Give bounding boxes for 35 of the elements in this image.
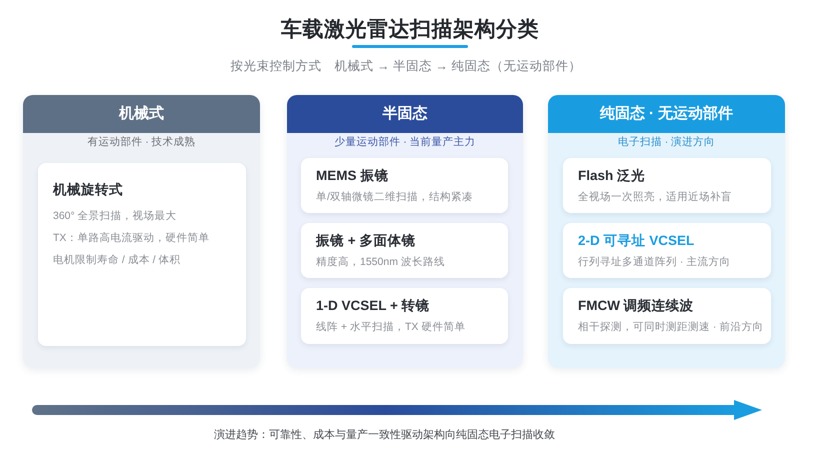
caption: 演进趋势：可靠性、成本与量产一致性驱动架构向纯固态电子扫描收敛: [214, 428, 555, 442]
column-header: 半固态: [287, 95, 523, 133]
card-text: 360° 全景扫描，视场最大: [53, 209, 177, 224]
card-text: 相干探测，可同时测距测速 · 前沿方向: [578, 320, 764, 334]
card-text: TX：单路高电流驱动，硬件简单: [53, 231, 210, 246]
column-header: 纯固态 · 无运动部件: [548, 95, 785, 133]
card-title: 振镜 + 多面体镜: [316, 232, 416, 250]
card-text: 电机限制寿命 / 成本 / 体积: [53, 253, 181, 268]
column-header: 机械式: [23, 95, 260, 133]
subtitle: 按光束控制方式 机械式 → 半固态 → 纯固态（无运动部件）: [230, 58, 582, 74]
card-title: MEMS 振镜: [316, 167, 388, 185]
column-subtitle: 少量运动部件 · 当前量产主力: [334, 135, 476, 149]
column-subtitle: 电子扫描 · 演进方向: [618, 135, 716, 149]
info-card: [563, 223, 771, 278]
card-text: 精度高，1550nm 波长路线: [316, 255, 445, 269]
card-title: Flash 泛光: [578, 167, 646, 185]
card-text: 全视场一次照亮，适用近场补盲: [578, 190, 732, 204]
column-panel: [548, 95, 785, 368]
info-card: [301, 288, 508, 344]
column-subtitle: 有运动部件 · 技术成熟: [87, 135, 196, 149]
info-card: [563, 288, 771, 344]
card-text: 行列寻址多通道阵列 · 主流方向: [578, 255, 730, 269]
card-title: FMCW 调频连续波: [578, 297, 694, 315]
column-panel: [23, 95, 260, 368]
info-card: [38, 163, 246, 346]
info-card: [301, 223, 508, 278]
info-card: [301, 158, 508, 213]
card-title: 2-D 可寻址 VCSEL: [578, 232, 694, 250]
card-text: 单/双轴微镜二维扫描，结构紧凑: [316, 190, 473, 204]
card-title: 1-D VCSEL + 转镜: [316, 297, 430, 315]
column-panel: [287, 95, 523, 368]
info-card: [563, 158, 771, 213]
card-title: 机械旋转式: [53, 181, 123, 199]
title: 车载激光雷达扫描架构分类: [281, 17, 539, 43]
card-text: 线阵 + 水平扫描，TX 硬件简单: [316, 320, 466, 334]
